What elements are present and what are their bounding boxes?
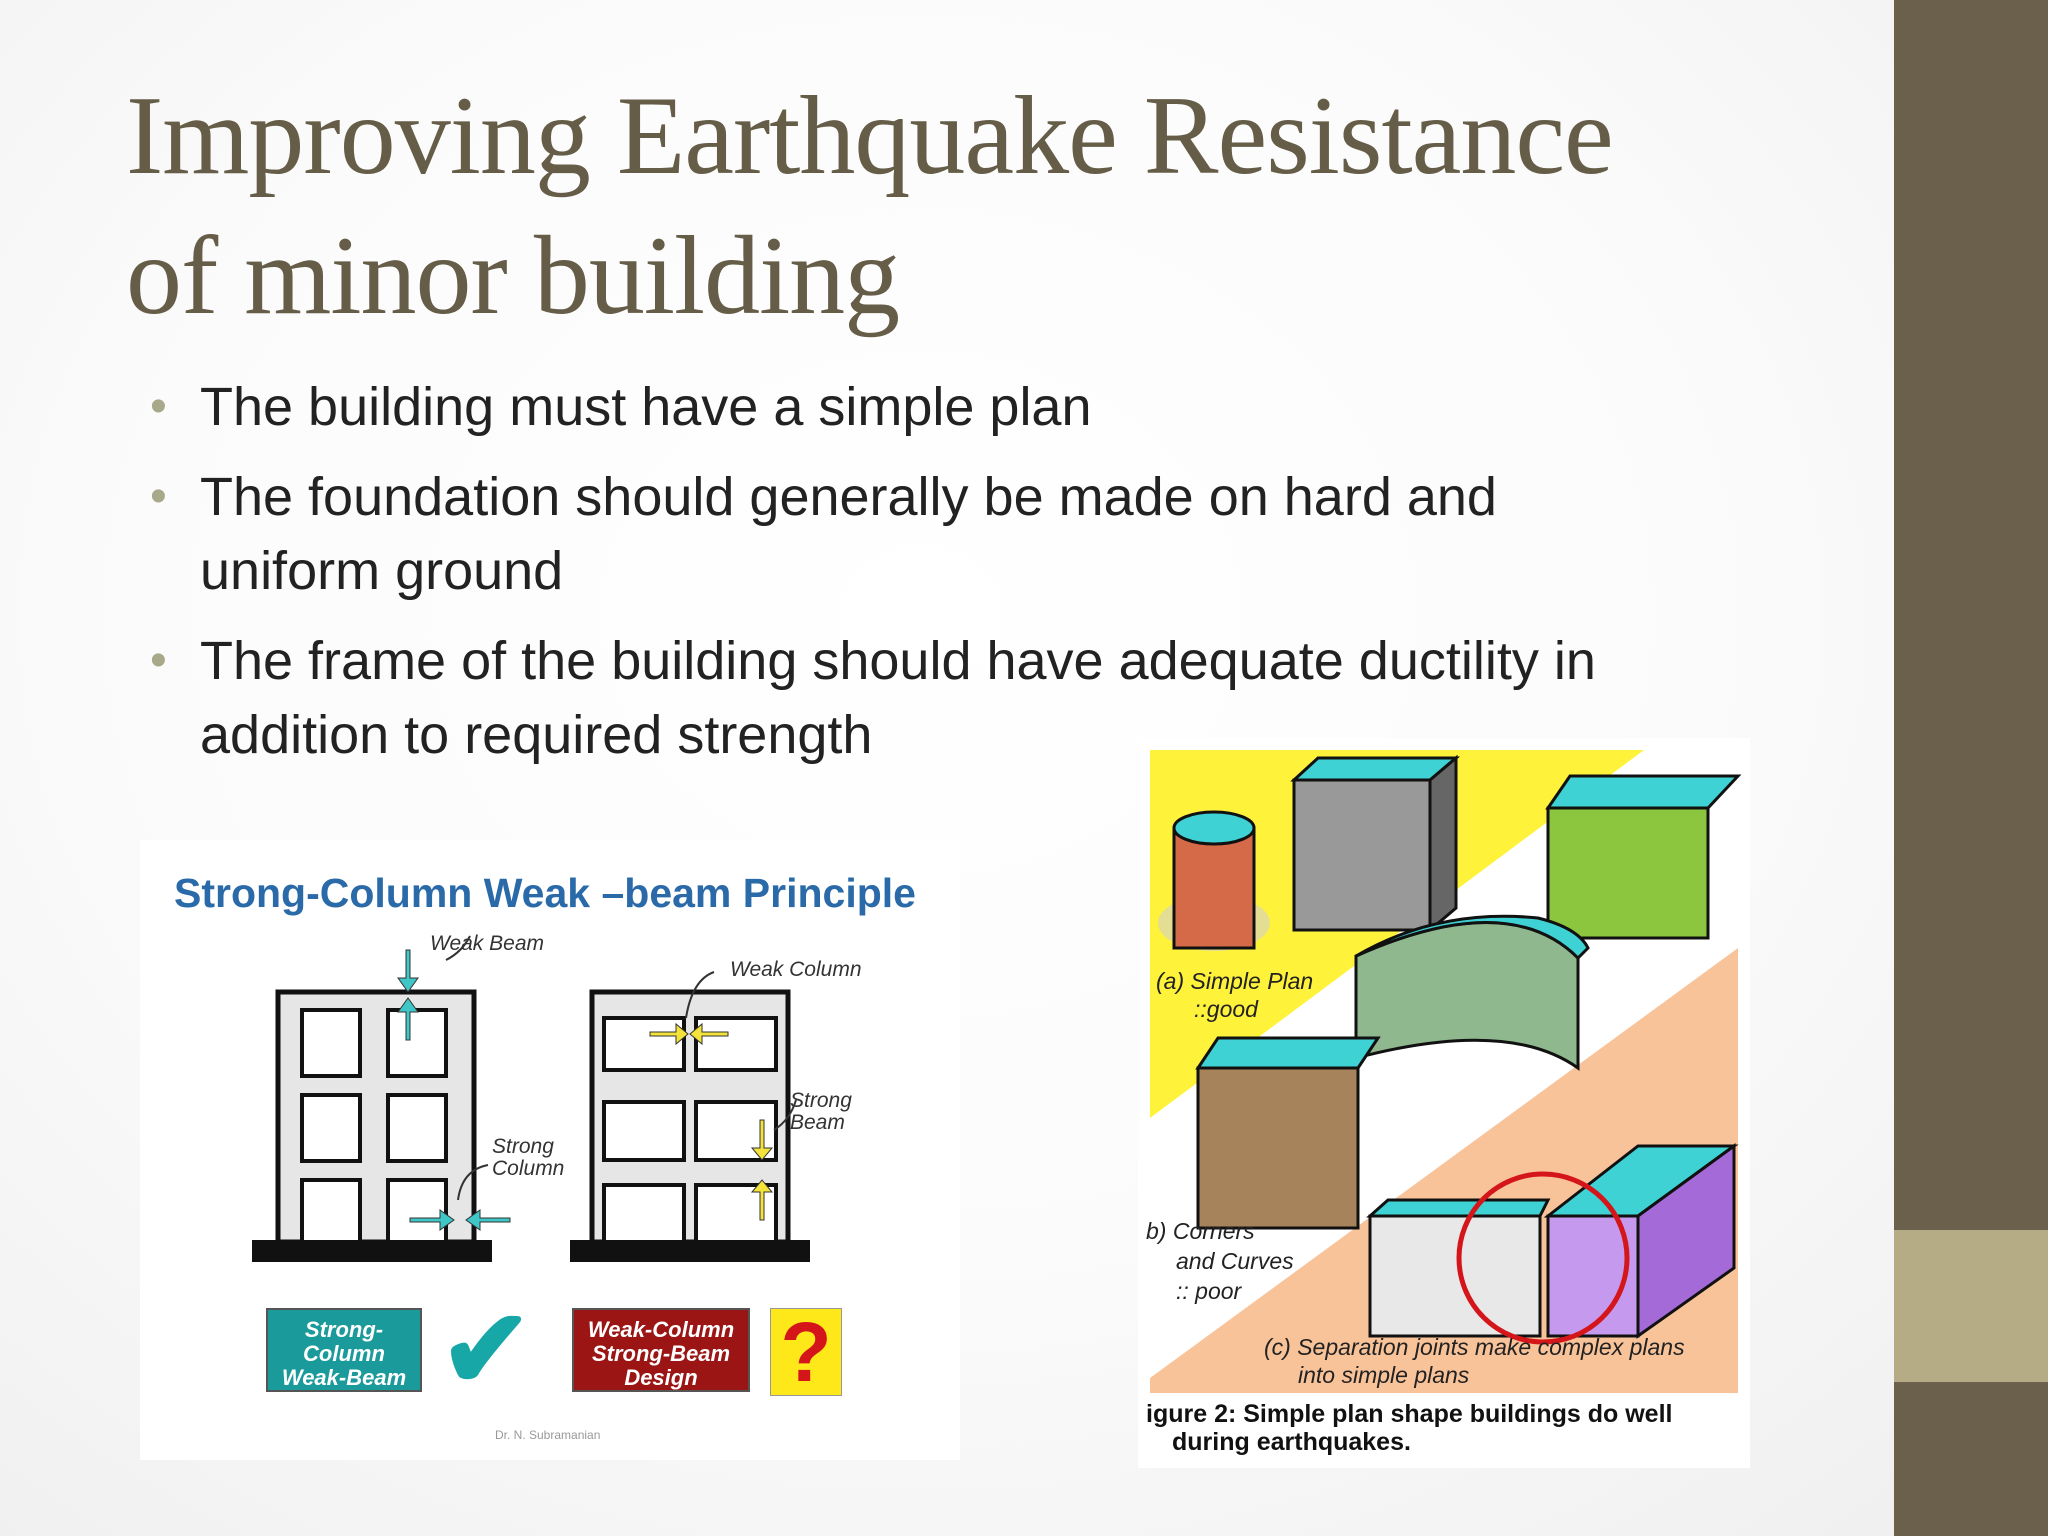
bad-design-badge: Weak-Column Strong-Beam Design [572, 1308, 750, 1392]
box-building-icon [1290, 754, 1461, 934]
separation-label-line2: into simple plans [1298, 1362, 1470, 1388]
caption-line-1: igure 2: Simple plan shape buildings do … [1146, 1400, 1673, 1428]
bullet-list: • The building must have a simple plan • T… [148, 370, 1748, 788]
title-line-2: of minor building [126, 214, 900, 338]
bullet-item: • The building must have a simple plan [148, 370, 1748, 444]
simple-plan-label-line1: (a) Simple Plan [1156, 968, 1314, 994]
separated-buildings-icon [1366, 1143, 1739, 1345]
figure-credit: Dr. N. Subramanian [495, 1428, 601, 1442]
checkmark-icon: ✔ [440, 1288, 533, 1411]
strong-column-weak-beam-figure: Strong-Column Weak –beam Principle [140, 840, 960, 1460]
bullet-text: The building must have a simple plan [200, 377, 1092, 437]
slide-title: Improving Earthquake Resistance of minor… [126, 66, 1826, 346]
t-building-icon [1545, 774, 1742, 940]
frame-weak-column-icon [570, 989, 810, 1262]
corners-label-line2: and Curves [1176, 1248, 1294, 1274]
frame-strong-column-icon [252, 949, 511, 1262]
weak-column-label: Weak Column [730, 958, 862, 981]
figure-heading: Strong-Column Weak –beam Principle [174, 870, 916, 916]
figure-caption: igure 2: Simple plan shape buildings do … [1146, 1400, 1672, 1456]
corners-label-line1: b) Corners [1146, 1218, 1255, 1244]
simple-plan-figure: (a) Simple Plan ::good b) Corners and Cu… [1138, 738, 1750, 1468]
corners-label-line3: :: poor [1176, 1278, 1242, 1304]
building-plan-illustration [1150, 750, 1742, 1393]
strong-column-label: Strong Column [492, 1135, 565, 1180]
sidebar-accent-band [1894, 1230, 2048, 1382]
cross-building-icon [1195, 1036, 1381, 1230]
cylinder-building-icon [1158, 810, 1270, 951]
question-mark-icon: ? [770, 1308, 842, 1396]
bullet-text: The foundation should generally be made … [200, 467, 1497, 601]
bullet-dot-icon: • [150, 634, 167, 687]
bullet-dot-icon: • [150, 380, 167, 433]
title-line-1: Improving Earthquake Resistance [126, 74, 1614, 198]
bullet-dot-icon: • [150, 470, 167, 523]
bullet-item: • The foundation should generally be made… [148, 460, 1748, 608]
weak-beam-label: Weak Beam [430, 932, 544, 955]
caption-line-2: during earthquakes. [1172, 1428, 1411, 1456]
bullet-text: The frame of the building should have ad… [200, 631, 1596, 765]
bullet-item: • The frame of the building should have a… [148, 624, 1748, 772]
good-design-badge: Strong-Column Weak-Beam Design [266, 1308, 422, 1414]
separation-label-line1: (c) Separation joints make complex plans [1264, 1334, 1685, 1360]
curved-building-icon [1354, 914, 1590, 1071]
strong-beam-label: Strong Beam [790, 1089, 852, 1134]
simple-plan-label-line2: ::good [1194, 996, 1258, 1022]
frame-diagrams [252, 935, 810, 1262]
